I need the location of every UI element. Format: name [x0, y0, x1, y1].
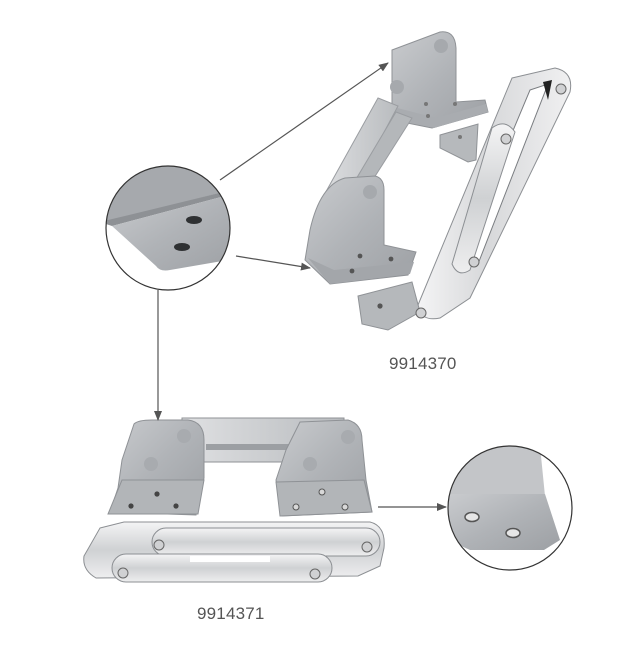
hinge-9914371	[83, 417, 385, 583]
arrow-to-upper-bracket	[219, 62, 389, 181]
hinge-9914370	[304, 31, 572, 331]
product-number-label: 9914371	[197, 604, 265, 623]
detail-callout-countersunk-holes	[447, 445, 573, 571]
arrow-to-lower-bracket	[235, 255, 311, 271]
product-number-label: 9914370	[389, 354, 457, 373]
detail-callout-plain-holes	[105, 165, 231, 291]
